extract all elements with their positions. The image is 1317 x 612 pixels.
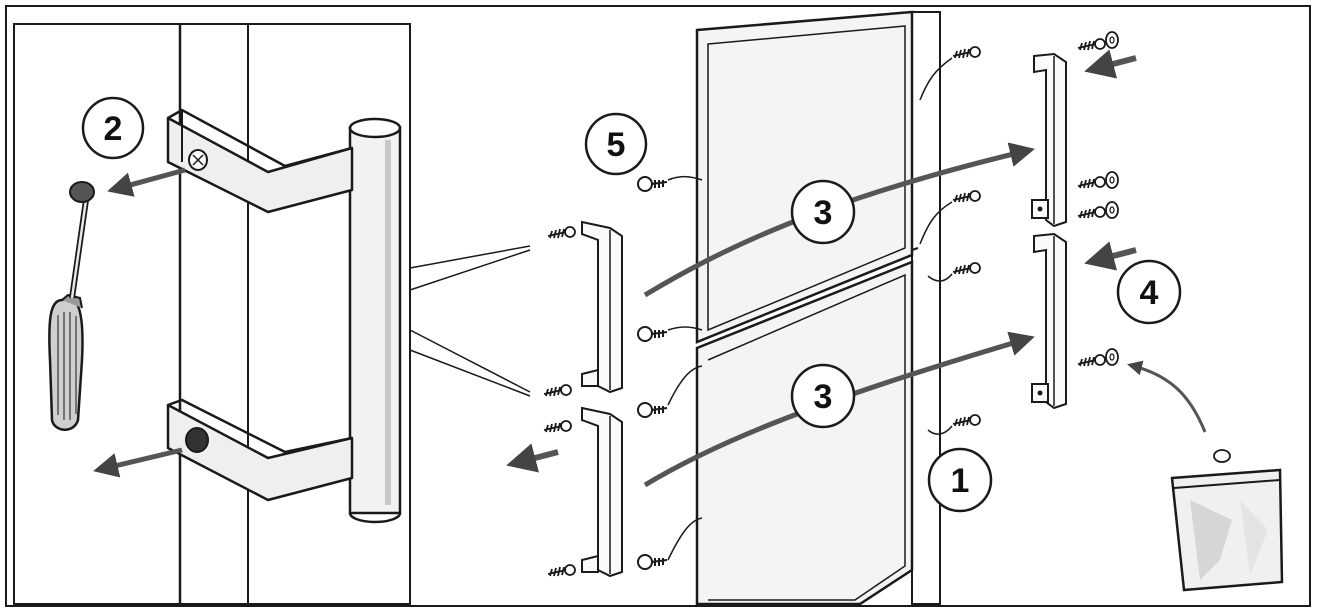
fridge	[695, 10, 941, 606]
svg-text:1: 1	[951, 462, 970, 500]
detail-panel	[13, 23, 411, 605]
callout-5: 5	[584, 112, 648, 176]
callout-1: 1	[927, 447, 993, 513]
upper-bracket	[166, 108, 354, 214]
left-handle-lower	[581, 406, 623, 578]
right-handle-lower	[1031, 232, 1067, 410]
move-paths	[643, 142, 1035, 488]
svg-text:4: 4	[1140, 274, 1159, 312]
arrow-icon	[506, 443, 559, 473]
svg-text:3: 3	[814, 194, 833, 232]
callout-4: 4	[1116, 259, 1182, 325]
arrow-icon	[107, 167, 186, 197]
callout-3-upper: 3	[790, 179, 856, 245]
svg-text:2: 2	[104, 110, 123, 148]
callout-2: 2	[81, 96, 145, 160]
screwdriver-icon	[48, 181, 95, 431]
svg-text:5: 5	[607, 126, 626, 164]
lower-bracket	[166, 398, 354, 502]
left-handle-upper	[581, 220, 623, 394]
handle-bar-detail	[348, 117, 402, 524]
arrow-icon	[1084, 241, 1137, 271]
arrow-icon	[1127, 360, 1207, 433]
door-screws	[637, 176, 668, 570]
right-handle-upper	[1031, 52, 1067, 228]
lower-door	[695, 260, 914, 606]
screw-paths	[667, 57, 953, 561]
callout-3-lower: 3	[790, 363, 856, 429]
zoom-lines	[409, 245, 531, 397]
svg-text:3: 3	[814, 378, 833, 416]
arrow-icon	[93, 447, 183, 478]
arrow-icon	[1084, 49, 1137, 79]
parts-bag-icon	[1170, 449, 1284, 592]
upper-door	[695, 10, 914, 344]
